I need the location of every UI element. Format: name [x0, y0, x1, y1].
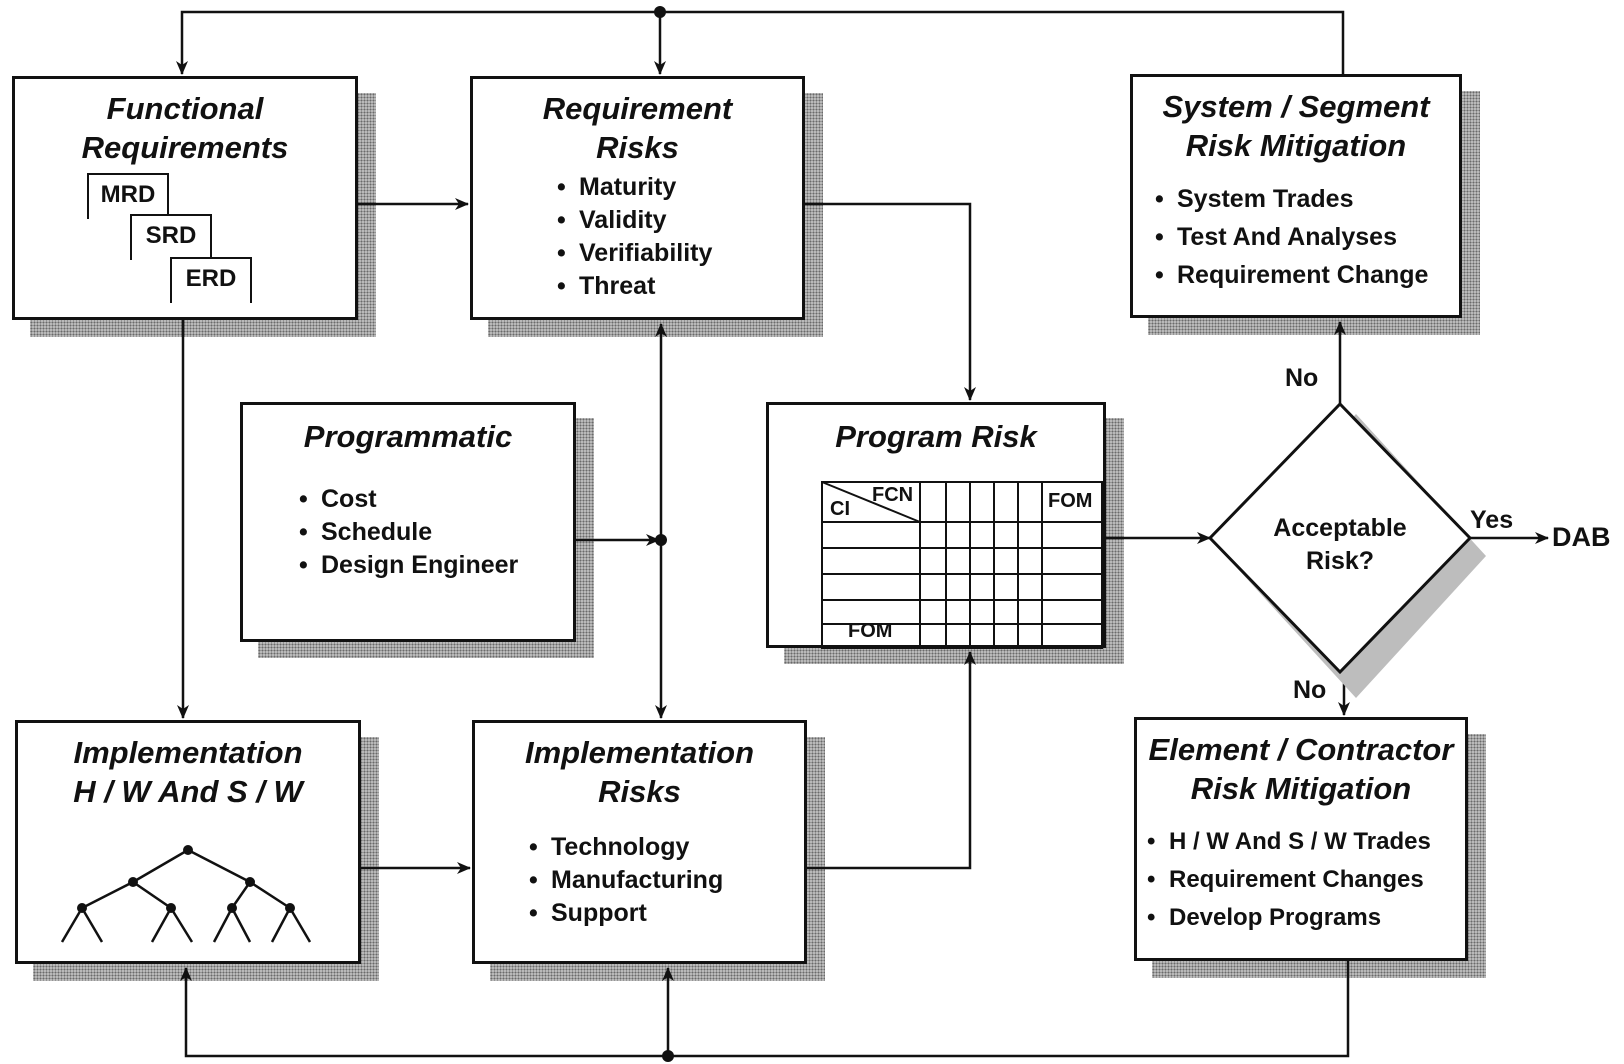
title-line: H / W And S / W	[73, 774, 303, 809]
list-item: Verifiability	[557, 237, 712, 270]
program-risk-matrix	[821, 481, 1103, 649]
doc-label: ERD	[185, 265, 237, 292]
dab-label: DAB	[1552, 522, 1611, 552]
doc-label: SRD	[145, 222, 197, 249]
list-item: Technology	[529, 831, 723, 864]
grid-fom-row-label: FOM	[848, 620, 893, 642]
title-line: System / Segment	[1162, 89, 1430, 124]
title-line: Functional	[106, 91, 264, 126]
list-item: Requirement Changes	[1147, 861, 1431, 899]
yes-label: Yes	[1470, 506, 1514, 534]
title-line: Risks	[598, 774, 681, 809]
title-line: Risks	[596, 130, 679, 165]
junction-dot	[662, 1050, 674, 1062]
srd-document: SRD	[130, 214, 212, 260]
element-contractor-list: H / W And S / W Trades Requirement Chang…	[1147, 823, 1431, 937]
title-line: Program Risk	[835, 419, 1037, 454]
element-contractor-box: Element / Contractor Risk Mitigation H /…	[1134, 717, 1468, 961]
functional-requirements-title: Functional Requirements	[15, 89, 355, 167]
implementation-hw-sw-title: Implementation H / W And S / W	[18, 733, 358, 811]
title-line: Implementation	[73, 735, 303, 770]
requirement-risks-to-program-risk-arrow	[805, 202, 976, 401]
system-segment-title: System / Segment Risk Mitigation	[1133, 87, 1459, 165]
title-line: Programmatic	[303, 419, 513, 454]
decision-question: Acceptable Risk?	[1240, 512, 1440, 578]
list-item: Threat	[557, 270, 712, 303]
list-item: System Trades	[1155, 180, 1428, 218]
erd-document: ERD	[170, 257, 252, 303]
list-item: Validity	[557, 204, 712, 237]
requirement-risks-list: Maturity Validity Verifiability Threat	[557, 171, 712, 303]
grid-fcn-label: FCN	[872, 484, 914, 506]
programmatic-title: Programmatic	[243, 417, 573, 456]
list-item: H / W And S / W Trades	[1147, 823, 1431, 861]
title-line: Implementation	[524, 735, 755, 770]
element-contractor-title: Element / Contractor Risk Mitigation	[1137, 730, 1465, 808]
implementation-risks-box: Implementation Risks Technology Manufact…	[472, 720, 807, 964]
grid-fom-column-label: FOM	[1048, 490, 1093, 512]
list-item: Design Engineer	[299, 549, 518, 582]
mrd-document: MRD	[87, 173, 169, 219]
no-top-label: No	[1285, 364, 1319, 392]
list-item: Requirement Change	[1155, 256, 1428, 294]
question-line: Acceptable	[1273, 514, 1407, 542]
question-line: Risk?	[1305, 547, 1375, 575]
title-line: Element / Contractor	[1148, 732, 1454, 767]
decision-diamond	[1207, 401, 1473, 675]
list-item: Develop Programs	[1147, 899, 1431, 937]
list-item: Manufacturing	[529, 864, 723, 897]
bottom-feedback-connector	[180, 961, 1350, 1058]
functional-requirements-box: Functional Requirements MRD SRD ERD	[12, 76, 358, 320]
junction-dot	[654, 6, 666, 18]
list-item: Maturity	[557, 171, 712, 204]
title-line: Risk Mitigation	[1185, 128, 1407, 163]
no-bottom-label: No	[1293, 676, 1327, 704]
title-line: Requirements	[81, 130, 289, 165]
junction-dot	[655, 534, 667, 546]
hierarchy-tree-icon	[60, 848, 312, 943]
requirement-risks-box: Requirement Risks Maturity Validity Veri…	[470, 76, 805, 320]
programmatic-list: Cost Schedule Design Engineer	[299, 483, 518, 582]
system-segment-box: System / Segment Risk Mitigation System …	[1130, 74, 1462, 318]
title-line: Risk Mitigation	[1190, 771, 1412, 806]
doc-label: MRD	[100, 181, 156, 208]
programmatic-box: Programmatic Cost Schedule Design Engine…	[240, 402, 576, 642]
program-risk-title: Program Risk	[769, 417, 1103, 456]
top-feedback-connector	[176, 10, 1345, 76]
implementation-risks-list: Technology Manufacturing Support	[529, 831, 723, 930]
implementation-risks-title: Implementation Risks	[475, 733, 804, 811]
list-item: Test And Analyses	[1155, 218, 1428, 256]
title-line: Requirement	[542, 91, 733, 126]
grid-ci-label: CI	[830, 498, 850, 520]
implementation-risks-to-program-risk-arrow	[807, 651, 976, 870]
list-item: Schedule	[299, 516, 518, 549]
list-item: Support	[529, 897, 723, 930]
system-segment-list: System Trades Test And Analyses Requirem…	[1155, 180, 1428, 294]
list-item: Cost	[299, 483, 518, 516]
requirement-risks-title: Requirement Risks	[473, 89, 802, 167]
